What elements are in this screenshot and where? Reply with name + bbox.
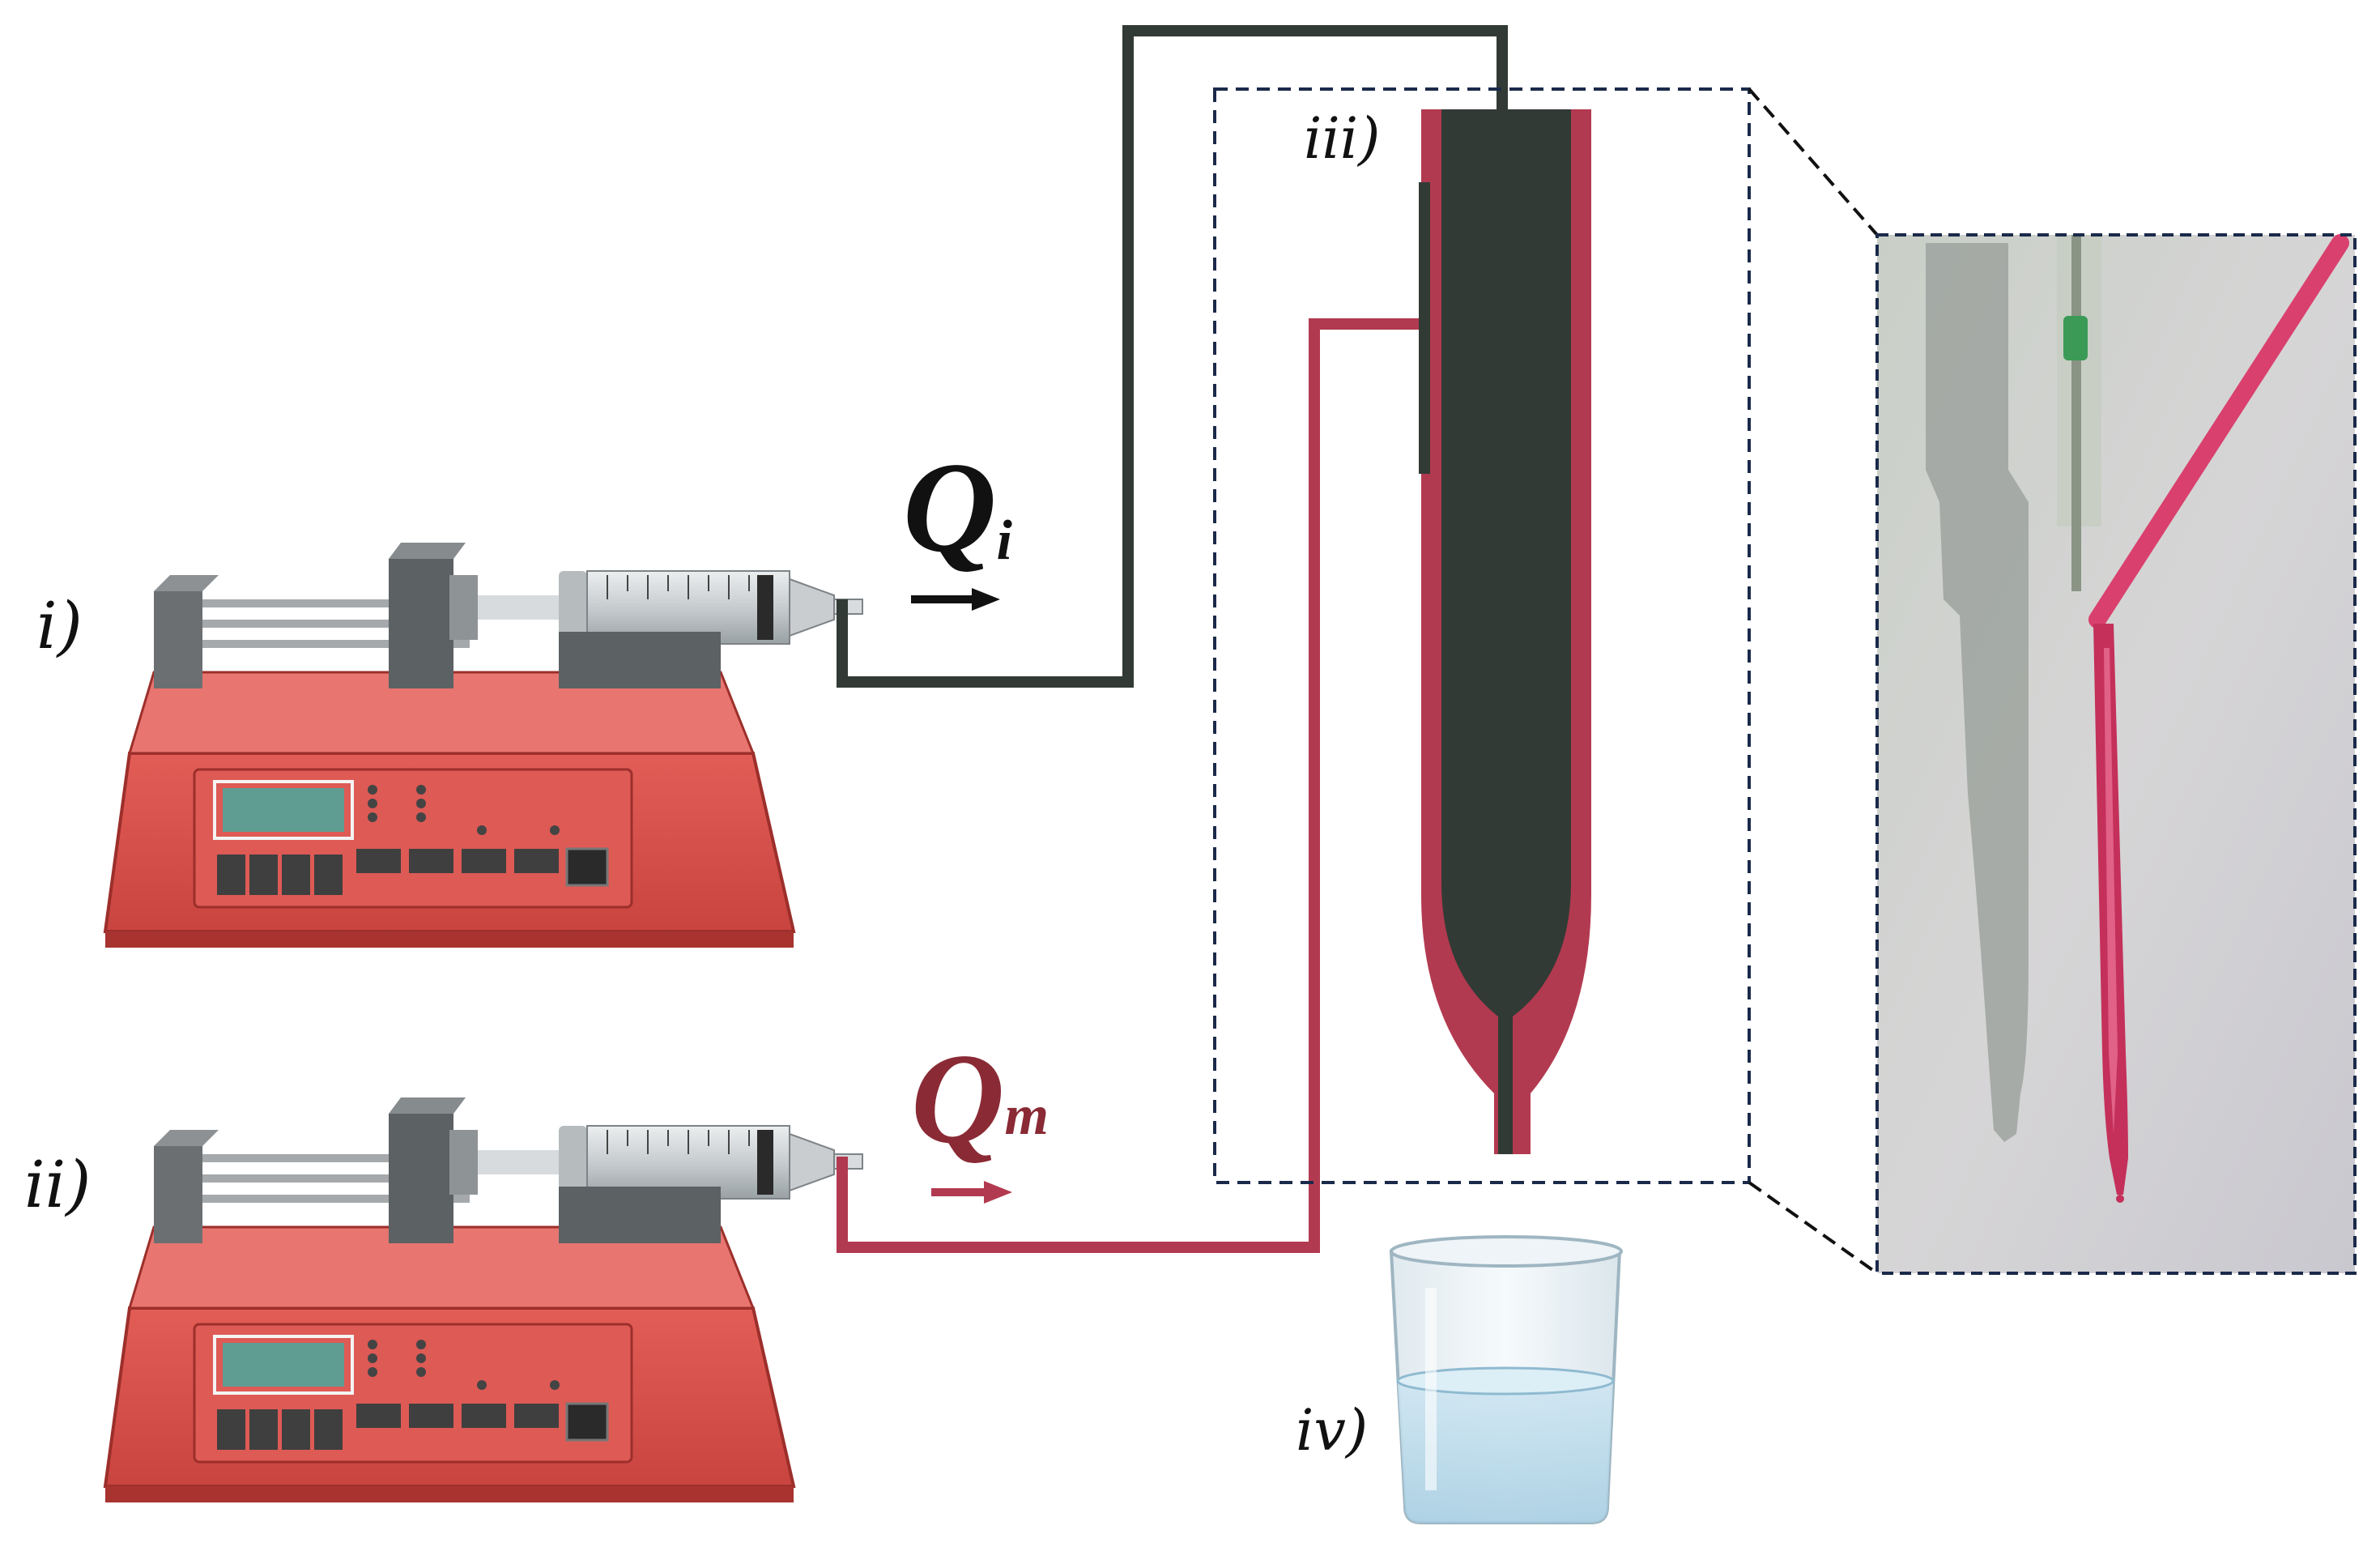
label-pump-inner: i) — [36, 588, 83, 663]
svg-text:Qi: Qi — [903, 435, 1013, 579]
collection-beaker — [1389, 1235, 1623, 1524]
zoom-connector-bottom — [1748, 1181, 1879, 1275]
label-pump-middle: ii) — [24, 1147, 91, 1222]
flow-middle-subscript: m — [1005, 1085, 1049, 1147]
flow-inner-subscript: i — [997, 509, 1013, 572]
middle-fluid-tubing — [837, 318, 1429, 1253]
syringe-pump-inner — [104, 541, 864, 949]
label-device: iii) — [1304, 105, 1380, 172]
inner-fluid-tubing — [837, 25, 1508, 688]
experimental-photo-inset — [1877, 234, 2355, 1273]
flow-rate-middle: Qm — [911, 1026, 1049, 1204]
zoom-connector-top — [1748, 87, 1879, 237]
syringe-pump-middle — [104, 1096, 864, 1504]
flow-inner-symbol: Q — [903, 435, 997, 579]
device-highlight-box — [1213, 87, 1751, 1184]
label-beaker: iv) — [1296, 1397, 1368, 1464]
flow-middle-symbol: Q — [911, 1026, 1005, 1170]
svg-text:Qm: Qm — [911, 1026, 1049, 1170]
photo-inset-frame — [1875, 233, 2357, 1275]
flow-rate-inner: Qi — [903, 435, 1013, 611]
capillary-device — [1419, 109, 1591, 1154]
